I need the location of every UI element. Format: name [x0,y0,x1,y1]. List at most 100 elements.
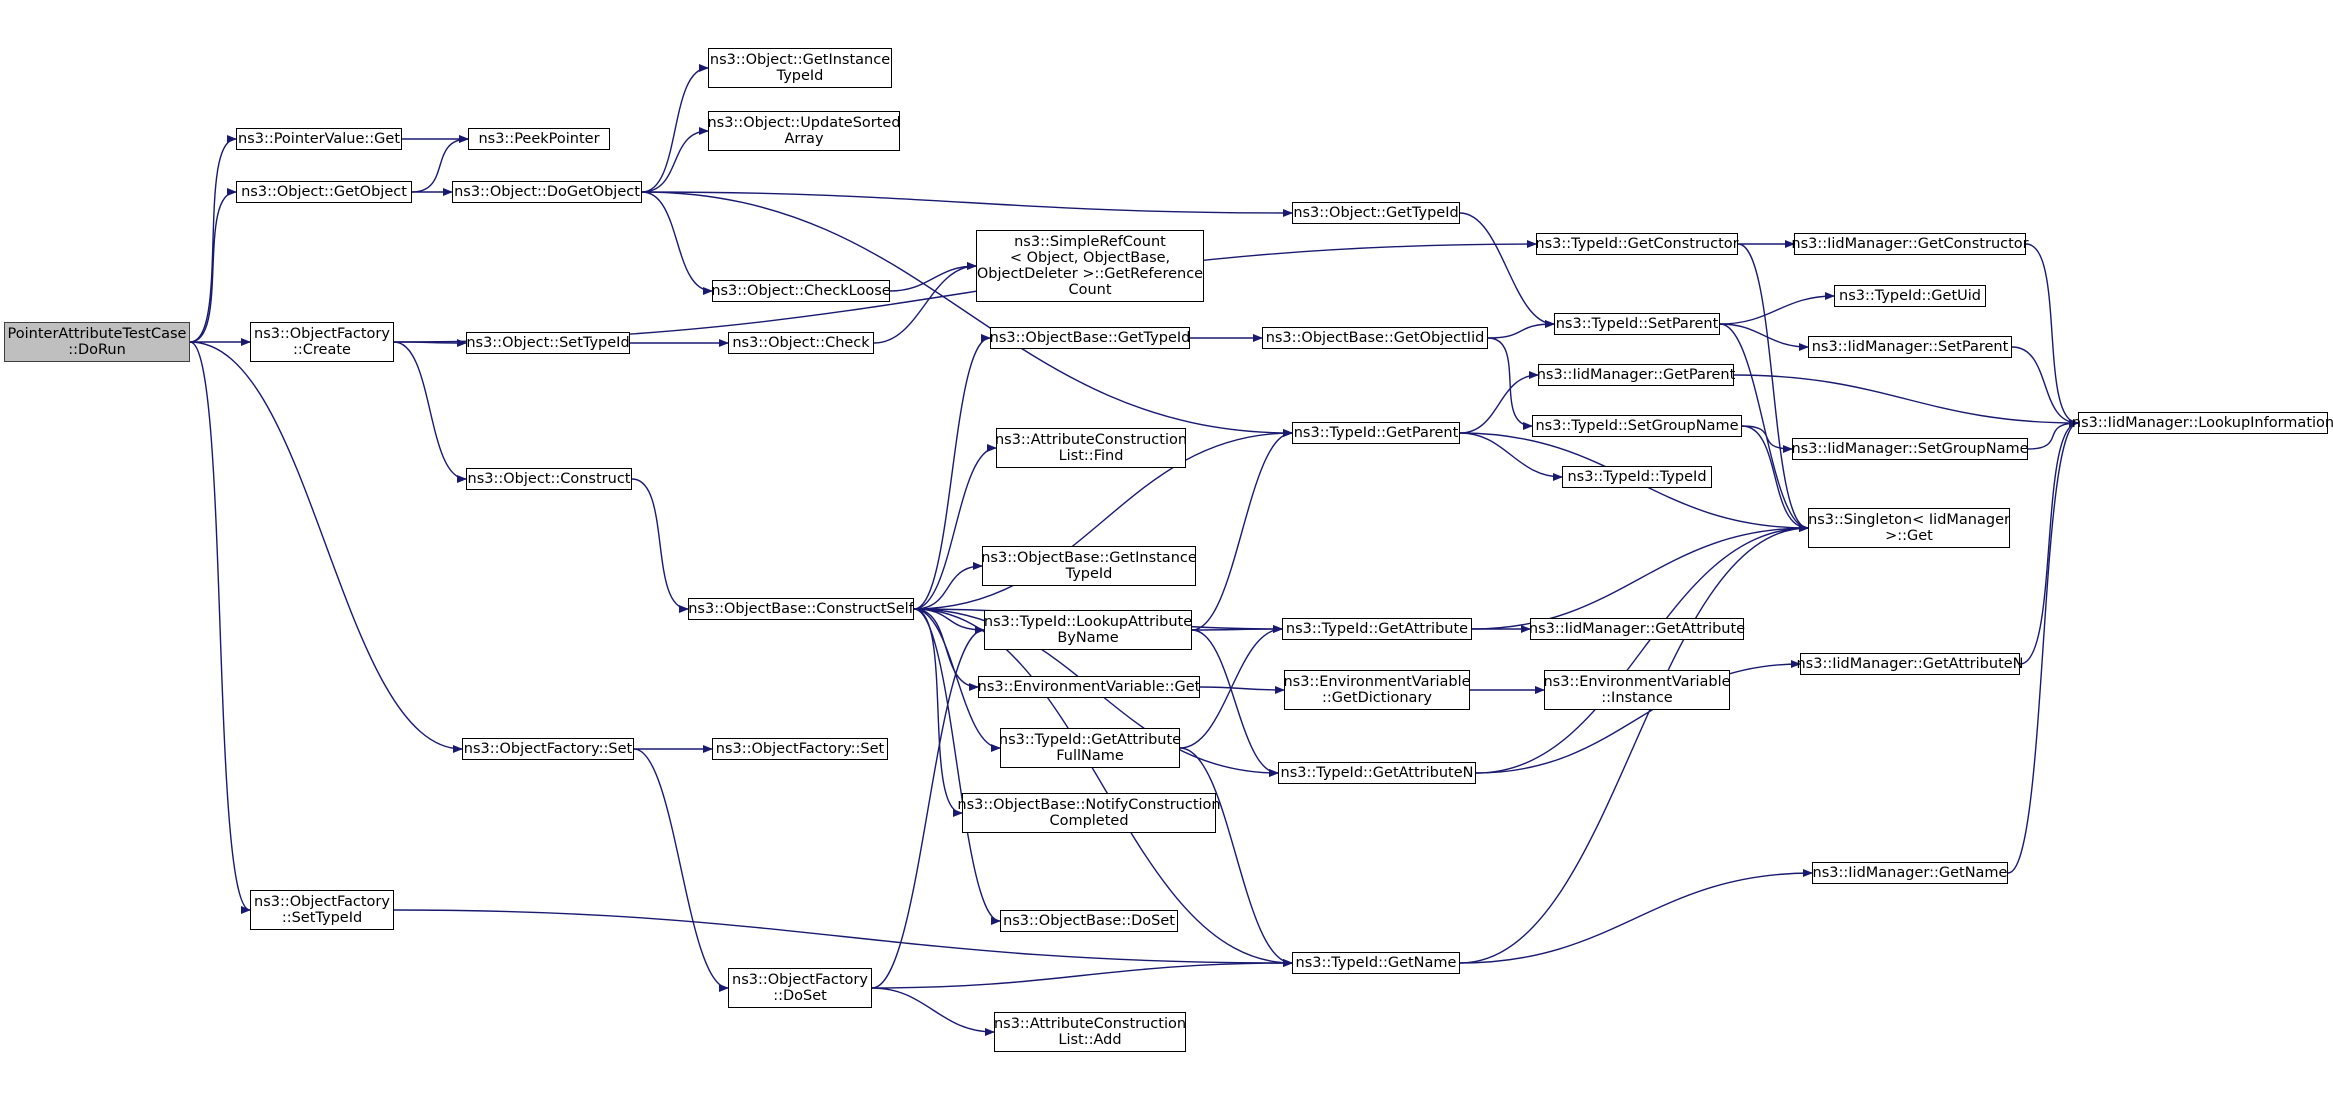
node-label-line: ObjectDeleter >::GetReference [976,266,1204,282]
node-label-line: ns3::EnvironmentVariable [1543,674,1731,690]
edge-tid_getattributen-to-singleton_get [1475,524,1809,774]
node-object-settypeid[interactable]: ns3::Object::SetTypeId [466,332,630,354]
node-iidmanager-getparent[interactable]: ns3::IidManager::GetParent [1536,364,1736,386]
node-label-line: ns3::EnvironmentVariable::Get [977,679,1201,695]
node-typeid-setparent[interactable]: ns3::TypeId::SetParent [1554,313,1720,335]
node-objectfactory-settypeid[interactable]: ns3::ObjectFactory::SetTypeId [250,890,394,930]
node-label-line: ns3::AttributeConstruction [994,432,1188,448]
node-typeid-getconstructor[interactable]: ns3::TypeId::GetConstructor [1535,233,1739,255]
node-environmentvariable-getdictionary[interactable]: ns3::EnvironmentVariable::GetDictionary [1283,670,1471,710]
node-typeid-getattribute[interactable]: ns3::TypeId::GetAttribute [1282,618,1472,640]
node-pointer-attribute-testcase-dorun[interactable]: PointerAttributeTestCase::DoRun [4,322,190,362]
node-label-line: ::GetDictionary [1322,690,1432,706]
node-object-dogetobject[interactable]: ns3::Object::DoGetObject [452,181,642,203]
node-iidmanager-getattribute[interactable]: ns3::IidManager::GetAttribute [1528,618,1746,640]
node-environmentvariable-instance[interactable]: ns3::EnvironmentVariable::Instance [1543,670,1731,710]
node-label-line: ns3::TypeId::GetUid [1839,288,1981,304]
edge-root-to-of_settypeid [189,341,251,914]
node-typeid-getuid[interactable]: ns3::TypeId::GetUid [1834,285,1986,307]
node-label-line: ns3::ObjectBase::GetInstance [981,550,1197,566]
node-object-checkloose[interactable]: ns3::Object::CheckLoose [711,280,891,302]
node-label-line: ByName [1057,630,1119,646]
node-label-line: ns3::Object::Check [732,335,870,351]
node-label-line: ns3::Object::UpdateSorted [707,115,901,131]
node-label-line: ns3::IidManager::GetAttribute [1528,621,1746,637]
node-label-line: ns3::TypeId::SetParent [1555,316,1719,332]
node-simplerefcount-getreferencecount[interactable]: ns3::SimpleRefCount< Object, ObjectBase,… [976,230,1204,302]
node-label-line: ns3::ObjectFactory::Set [463,741,633,757]
node-iidmanager-getattributen[interactable]: ns3::IidManager::GetAttributeN [1796,653,2024,675]
node-objectbase-constructself[interactable]: ns3::ObjectBase::ConstructSelf [688,598,914,620]
edge-root-to-obj_getobject [189,188,237,343]
node-typeid-getname[interactable]: ns3::TypeId::GetName [1292,952,1460,974]
node-label-line: ns3::IidManager::GetName [1812,865,2008,881]
node-objectfactory-create[interactable]: ns3::ObjectFactory::Create [250,322,394,362]
node-label-line: ns3::Object::CheckLoose [711,283,891,299]
node-label-line: ns3::TypeId::GetAttributeN [1280,765,1474,781]
node-peekpointer[interactable]: ns3::PeekPointer [468,128,610,150]
node-label-line: ::DoSet [773,988,827,1004]
node-typeid-setgroupname[interactable]: ns3::TypeId::SetGroupName [1532,415,1742,437]
edge-of_create-to-obj_construct [393,341,467,483]
node-object-construct[interactable]: ns3::Object::Construct [466,468,632,490]
node-label-line: ns3::TypeId::GetName [1295,955,1457,971]
node-iidmanager-setgroupname[interactable]: ns3::IidManager::SetGroupName [1791,438,2029,460]
node-typeid-getattributen[interactable]: ns3::TypeId::GetAttributeN [1278,762,1476,784]
node-environmentvariable-get[interactable]: ns3::EnvironmentVariable::Get [978,676,1200,698]
edge-tid_lookupattr-to-tid_getattributen [1191,629,1279,777]
edge-tid_getattribute-to-singleton_get [1471,524,1809,630]
node-objectbase-doset[interactable]: ns3::ObjectBase::DoSet [1000,910,1178,932]
node-label-line: ns3::IidManager::SetGroupName [1791,441,2029,457]
node-label-line: ns3::TypeId::TypeId [1567,469,1707,485]
edge-tid_getconstructor-to-singleton_get [1737,243,1809,532]
node-objectbase-getobjectiid[interactable]: ns3::ObjectBase::GetObjectIid [1262,327,1488,349]
edge-tid_getname-to-singleton_get [1459,524,1809,964]
node-objectfactory-doset[interactable]: ns3::ObjectFactory::DoSet [728,968,872,1008]
edge-of_doset-to-acl_add [871,987,995,1036]
edge-of_set1-to-of_doset [633,748,729,992]
node-iidmanager-getconstructor[interactable]: ns3::IidManager::GetConstructor [1791,233,2029,255]
node-iidmanager-setparent[interactable]: ns3::IidManager::SetParent [1808,336,2012,358]
node-typeid-getparent[interactable]: ns3::TypeId::GetParent [1292,422,1460,444]
node-object-getobject[interactable]: ns3::Object::GetObject [236,181,412,203]
edge-ob_constructself-to-ob_notify [913,608,963,817]
edge-iid_getname-to-iid_lookupinfo [2007,419,2079,874]
node-label-line: ns3::SimpleRefCount [1014,234,1166,250]
node-label-line: ns3::Object::GetInstance [709,52,891,68]
edge-ob_getobjectiid-to-tid_setgroupname [1487,337,1533,430]
node-objectfactory-set-overload[interactable]: ns3::ObjectFactory::Set [712,738,888,760]
node-object-check[interactable]: ns3::Object::Check [728,332,874,354]
node-iidmanager-lookupinformation[interactable]: ns3::IidManager::LookupInformation [2072,412,2333,434]
node-iidmanager-getname[interactable]: ns3::IidManager::GetName [1812,862,2008,884]
node-label-line: ns3::PeekPointer [478,131,600,147]
node-label-line: ns3::ObjectFactory [254,894,390,910]
edge-ob_constructself-to-acl_find [913,444,997,610]
edge-root-to-of_set1 [189,341,463,753]
node-typeid-typeid[interactable]: ns3::TypeId::TypeId [1562,466,1712,488]
node-pointervalue-get[interactable]: ns3::PointerValue::Get [236,128,402,150]
node-label-line: ns3::IidManager::SetParent [1811,339,2009,355]
node-label-line: Count [1068,282,1112,298]
edge-tid_getparent-to-iid_getparent [1459,371,1539,434]
node-objectbase-gettypeid[interactable]: ns3::ObjectBase::GetTypeId [990,327,1190,349]
edge-obj_gettypeid-to-tid_setparent [1459,212,1555,328]
edge-ob_constructself-to-tid_getparent [913,429,1293,610]
edge-obj_dogetobject-to-obj_getinstancetypeid [641,64,709,193]
node-label-line: < Object, ObjectBase, [1009,250,1171,266]
node-label-line: ns3::IidManager::GetParent [1536,367,1736,383]
node-object-gettypeid[interactable]: ns3::Object::GetTypeId [1292,202,1460,224]
edge-tid_setgroupname-to-singleton_get [1741,425,1809,532]
node-singleton-iidmanager-get[interactable]: ns3::Singleton< IidManager>::Get [1808,508,2010,548]
node-label-line: ns3::Singleton< IidManager [1808,512,2010,528]
node-label-line: ::Instance [1601,690,1673,706]
edge-root-to-pv_get [189,135,237,343]
node-objectfactory-set[interactable]: ns3::ObjectFactory::Set [462,738,634,760]
